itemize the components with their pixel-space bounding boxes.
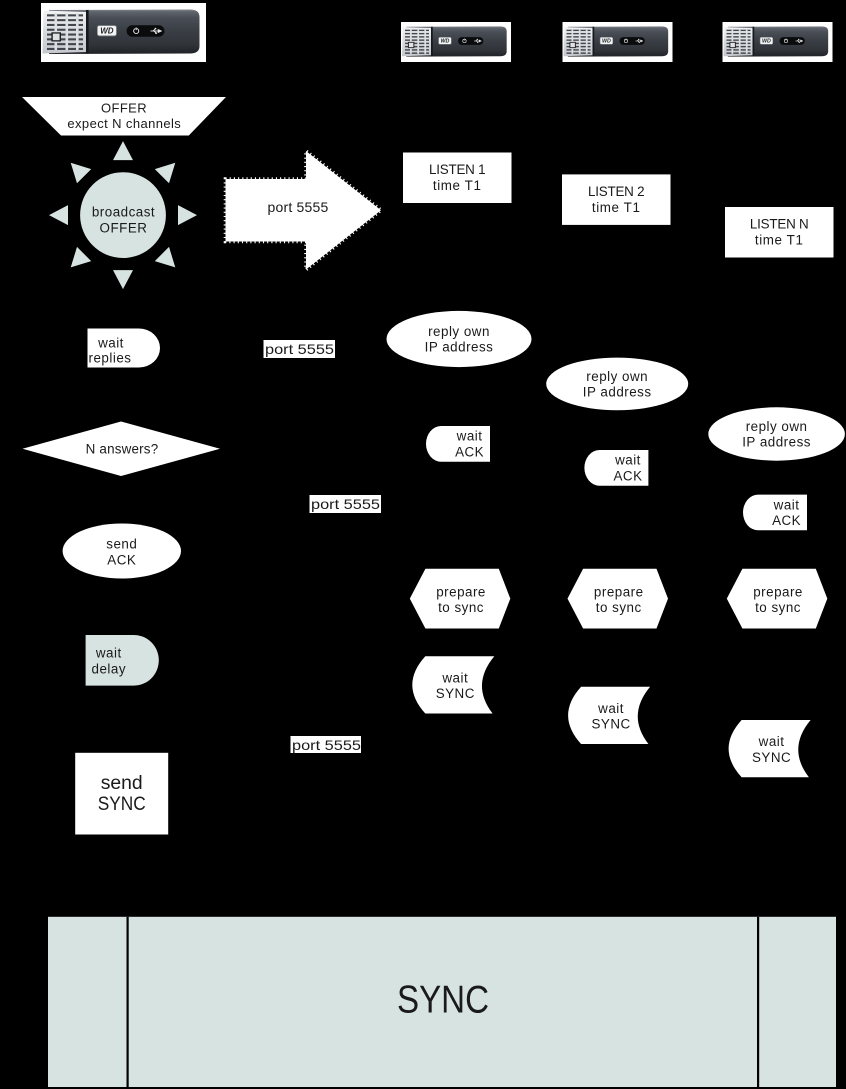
svg-text:time T1: time T1 <box>433 178 482 193</box>
svg-text:replies: replies <box>89 350 132 365</box>
svg-text:SYNC: SYNC <box>752 750 791 765</box>
svg-text:expect N channels: expect N channels <box>67 116 181 131</box>
svg-text:wait: wait <box>758 734 785 749</box>
svg-text:send: send <box>101 772 143 794</box>
svg-text:SYNC: SYNC <box>436 686 475 701</box>
svg-text:port 5555: port 5555 <box>265 341 334 357</box>
svg-text:OFFER: OFFER <box>100 220 148 235</box>
svg-text:LISTEN 1: LISTEN 1 <box>429 162 485 177</box>
svg-text:wait: wait <box>97 335 124 350</box>
svg-text:N answers?: N answers? <box>86 442 159 457</box>
svg-text:ACK: ACK <box>455 444 484 459</box>
svg-text:to sync: to sync <box>438 600 484 615</box>
svg-text:ACK: ACK <box>107 552 136 567</box>
svg-text:wait: wait <box>456 429 483 444</box>
svg-text:IP address: IP address <box>742 435 811 450</box>
svg-text:reply own: reply own <box>428 324 490 339</box>
svg-text:prepare: prepare <box>753 584 803 599</box>
svg-text:wait: wait <box>597 701 624 716</box>
svg-text:time T1: time T1 <box>592 200 641 215</box>
svg-text:port 5555: port 5555 <box>268 199 329 215</box>
svg-text:wait: wait <box>614 453 641 468</box>
svg-text:ACK: ACK <box>613 468 642 483</box>
svg-text:wait: wait <box>441 670 468 685</box>
svg-text:wait: wait <box>773 497 800 512</box>
svg-text:reply own: reply own <box>586 369 648 384</box>
svg-text:SYNC: SYNC <box>98 793 146 815</box>
svg-text:to sync: to sync <box>755 600 801 615</box>
svg-text:to sync: to sync <box>596 600 642 615</box>
svg-text:wait: wait <box>95 646 122 661</box>
svg-text:prepare: prepare <box>594 584 644 599</box>
svg-text:ACK: ACK <box>772 513 801 528</box>
svg-text:port 5555: port 5555 <box>292 737 361 753</box>
svg-text:delay: delay <box>92 662 127 677</box>
svg-text:prepare: prepare <box>436 584 486 599</box>
svg-text:SYNC: SYNC <box>397 979 489 1022</box>
svg-text:time T1: time T1 <box>755 233 804 248</box>
svg-text:SYNC: SYNC <box>591 717 630 732</box>
svg-text:reply own: reply own <box>746 419 808 434</box>
svg-text:port 5555: port 5555 <box>311 496 380 512</box>
svg-text:IP address: IP address <box>583 385 652 400</box>
svg-text:LISTEN N: LISTEN N <box>750 217 809 232</box>
svg-text:OFFER: OFFER <box>101 101 147 116</box>
svg-text:send: send <box>106 536 137 551</box>
svg-text:IP address: IP address <box>425 340 494 355</box>
svg-text:broadcast: broadcast <box>92 205 155 220</box>
svg-text:LISTEN 2: LISTEN 2 <box>588 184 644 199</box>
